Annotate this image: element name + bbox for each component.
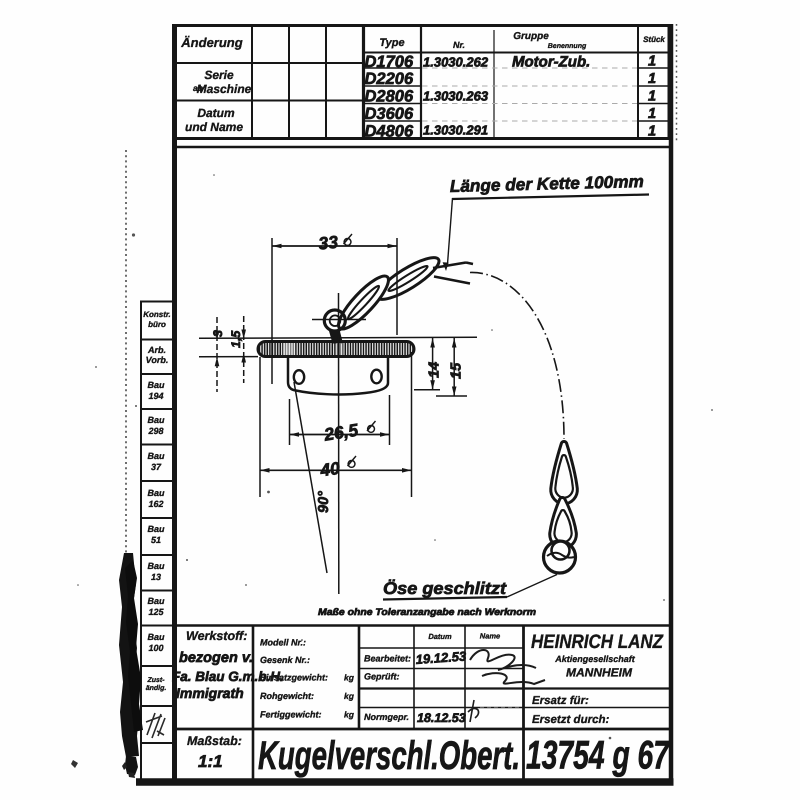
svg-text:bezogen v.: bezogen v. bbox=[179, 650, 253, 666]
svg-text:Bau: Bau bbox=[147, 524, 165, 534]
svg-text:Einsatzgewicht:: Einsatzgewicht: bbox=[260, 673, 328, 683]
svg-text:1: 1 bbox=[648, 106, 656, 122]
svg-text:Gruppe: Gruppe bbox=[513, 31, 549, 42]
svg-text:1.3030.291: 1.3030.291 bbox=[423, 123, 488, 138]
svg-text:D2206: D2206 bbox=[365, 70, 414, 88]
svg-text:1: 1 bbox=[648, 54, 656, 70]
svg-text:Name: Name bbox=[480, 632, 500, 641]
svg-text:26,5: 26,5 bbox=[322, 420, 360, 445]
svg-text:kg: kg bbox=[344, 691, 355, 701]
svg-text:Bau: Bau bbox=[147, 415, 165, 425]
svg-text:37: 37 bbox=[151, 462, 162, 472]
svg-text:Maschine: Maschine bbox=[197, 82, 252, 96]
svg-text:Normgepr.: Normgepr. bbox=[364, 712, 409, 722]
svg-text:D4806: D4806 bbox=[365, 123, 414, 141]
svg-text:Nr.: Nr. bbox=[453, 40, 465, 50]
svg-text:Maßstab:: Maßstab: bbox=[187, 734, 242, 748]
svg-text:1: 1 bbox=[648, 124, 656, 140]
svg-text:kg: kg bbox=[344, 710, 355, 720]
svg-text:13754 g 67: 13754 g 67 bbox=[526, 734, 670, 778]
svg-text:40: 40 bbox=[318, 458, 341, 480]
svg-text:D3606: D3606 bbox=[365, 105, 414, 123]
svg-text:Modell Nr.:: Modell Nr.: bbox=[260, 638, 306, 648]
svg-text:298: 298 bbox=[147, 426, 163, 436]
svg-text:Benennung: Benennung bbox=[548, 43, 587, 50]
svg-text:D2806: D2806 bbox=[365, 88, 414, 106]
svg-text:Serie: Serie bbox=[204, 68, 234, 82]
svg-text:Type: Type bbox=[379, 37, 404, 49]
svg-text:13: 13 bbox=[151, 572, 161, 582]
svg-text:Zust-: Zust- bbox=[146, 677, 165, 684]
svg-text:Bau: Bau bbox=[147, 632, 165, 642]
svg-text:1.3030.262: 1.3030.262 bbox=[423, 55, 489, 70]
svg-text:100: 100 bbox=[148, 643, 163, 653]
svg-text:Aktiengesellschaft: Aktiengesellschaft bbox=[554, 654, 636, 664]
svg-text:Motor-Zub.: Motor-Zub. bbox=[512, 54, 590, 71]
svg-text:Fa. Blau G.m.b.H.: Fa. Blau G.m.b.H. bbox=[172, 669, 284, 684]
svg-text:1,5: 1,5 bbox=[229, 330, 243, 348]
svg-text:HEINRICH LANZ: HEINRICH LANZ bbox=[531, 631, 664, 653]
svg-text:Ersatz für:: Ersatz für: bbox=[532, 695, 589, 707]
svg-text:Werkstoff:: Werkstoff: bbox=[186, 629, 247, 643]
svg-text:18.12.53: 18.12.53 bbox=[417, 711, 466, 725]
svg-text:1: 1 bbox=[648, 89, 656, 105]
svg-text:194: 194 bbox=[148, 391, 163, 401]
svg-text:125: 125 bbox=[148, 607, 164, 617]
svg-text:1:1: 1:1 bbox=[198, 752, 223, 771]
svg-text:15: 15 bbox=[449, 362, 465, 379]
svg-text:162: 162 bbox=[148, 499, 163, 509]
svg-text:Fertiggewicht:: Fertiggewicht: bbox=[260, 710, 322, 720]
svg-text:Geprüft:: Geprüft: bbox=[364, 672, 400, 682]
svg-text:Länge der Kette 100mm: Länge der Kette 100mm bbox=[450, 172, 644, 196]
svg-text:Ersetzt durch:: Ersetzt durch: bbox=[532, 714, 609, 726]
svg-text:Öse geschlitzt: Öse geschlitzt bbox=[383, 579, 507, 598]
svg-text:ab: ab bbox=[193, 83, 203, 93]
svg-text:Rohgewicht:: Rohgewicht: bbox=[260, 691, 314, 701]
svg-text:Bau: Bau bbox=[147, 561, 165, 571]
svg-text:Maße ohne Toleranzangabe nach: Maße ohne Toleranzangabe nach Werknorm bbox=[318, 607, 537, 618]
svg-text:51: 51 bbox=[151, 535, 161, 545]
svg-text:büro: büro bbox=[148, 320, 166, 329]
svg-text:Bearbeitet:: Bearbeitet: bbox=[364, 654, 411, 664]
svg-text:Kugelverschl.Obert.: Kugelverschl.Obert. bbox=[258, 734, 520, 778]
svg-text:Konstr.: Konstr. bbox=[143, 310, 171, 319]
svg-text:Gesenk Nr.:: Gesenk Nr.: bbox=[260, 655, 310, 665]
svg-text:MANNHEIM: MANNHEIM bbox=[566, 666, 633, 680]
svg-text:14: 14 bbox=[427, 362, 443, 378]
svg-text:1.3030.263: 1.3030.263 bbox=[423, 89, 489, 104]
svg-text:Stück: Stück bbox=[643, 35, 665, 44]
svg-text:Bau: Bau bbox=[147, 488, 165, 498]
svg-text:Arb.: Arb. bbox=[147, 345, 166, 355]
svg-text:und Name: und Name bbox=[185, 120, 243, 134]
svg-text:33: 33 bbox=[317, 232, 339, 254]
svg-text:Datum: Datum bbox=[197, 106, 235, 120]
svg-text:3: 3 bbox=[211, 330, 225, 337]
svg-text:Bau: Bau bbox=[147, 451, 165, 461]
svg-text:Vorb.: Vorb. bbox=[146, 355, 169, 365]
svg-text:kg: kg bbox=[344, 673, 355, 683]
svg-text:1: 1 bbox=[648, 71, 656, 87]
svg-text:19.12.53: 19.12.53 bbox=[415, 648, 467, 667]
svg-text:D1706: D1706 bbox=[365, 53, 414, 71]
svg-text:90°: 90° bbox=[316, 491, 332, 513]
svg-text:Änderung: Änderung bbox=[180, 35, 242, 50]
svg-text:Datum: Datum bbox=[428, 632, 452, 641]
svg-text:Bau: Bau bbox=[147, 596, 165, 606]
svg-text:Immigrath: Immigrath bbox=[176, 685, 244, 701]
svg-text:ändig.: ändig. bbox=[146, 684, 167, 692]
svg-text:Bau: Bau bbox=[147, 380, 165, 390]
